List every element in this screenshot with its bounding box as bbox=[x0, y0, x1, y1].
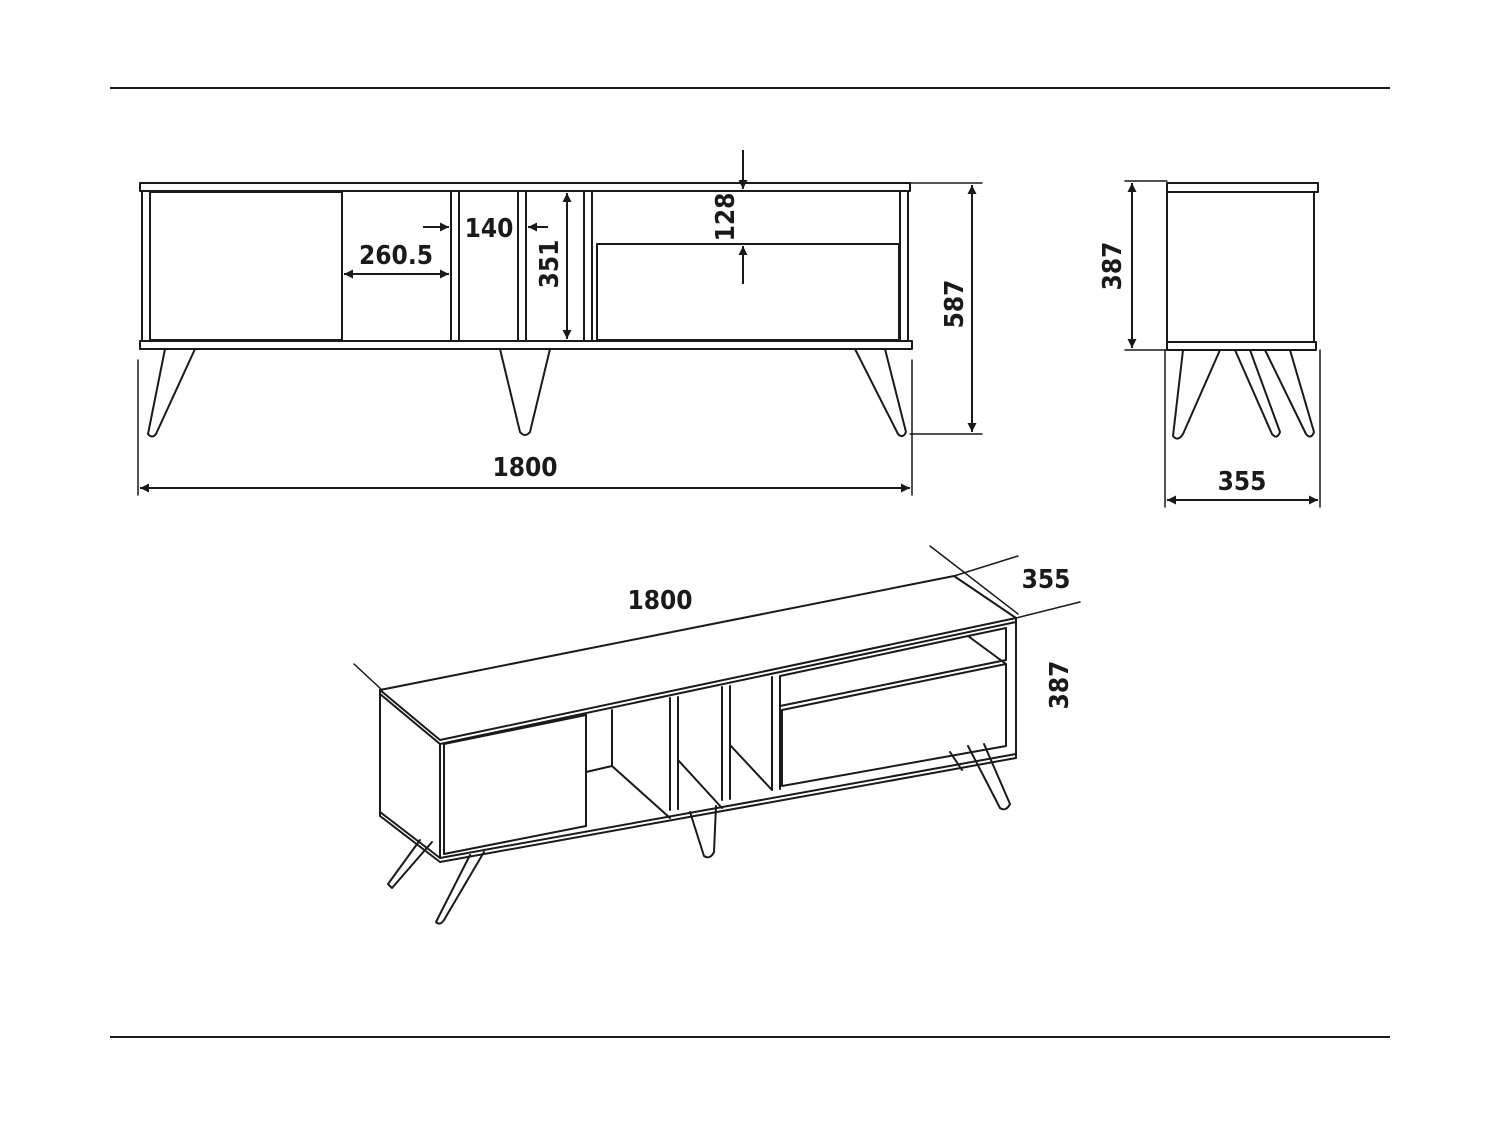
side-view bbox=[1166, 182, 1319, 440]
dim-side-height: 387 bbox=[1098, 242, 1128, 291]
isometric-view bbox=[379, 575, 1017, 925]
dim-front-width: 1800 bbox=[492, 453, 557, 483]
front-view bbox=[139, 182, 913, 438]
dim-inner-height: 351 bbox=[535, 240, 565, 289]
dim-divider-width: 140 bbox=[465, 214, 514, 244]
dim-side-depth: 355 bbox=[1218, 467, 1267, 497]
dim-compartment-width: 260.5 bbox=[359, 241, 433, 271]
dim-iso-width: 1800 bbox=[627, 586, 692, 616]
isometric-dimensions: 1800 355 387 bbox=[353, 545, 1081, 710]
front-dimensions: 1800 587 351 260.5 140 128 bbox=[137, 150, 983, 496]
dim-front-height: 587 bbox=[940, 280, 970, 329]
side-dimensions: 387 355 bbox=[1098, 180, 1321, 508]
dim-drawer-gap: 128 bbox=[711, 193, 741, 242]
dim-iso-depth: 355 bbox=[1022, 565, 1071, 595]
dim-iso-height: 387 bbox=[1045, 661, 1075, 710]
